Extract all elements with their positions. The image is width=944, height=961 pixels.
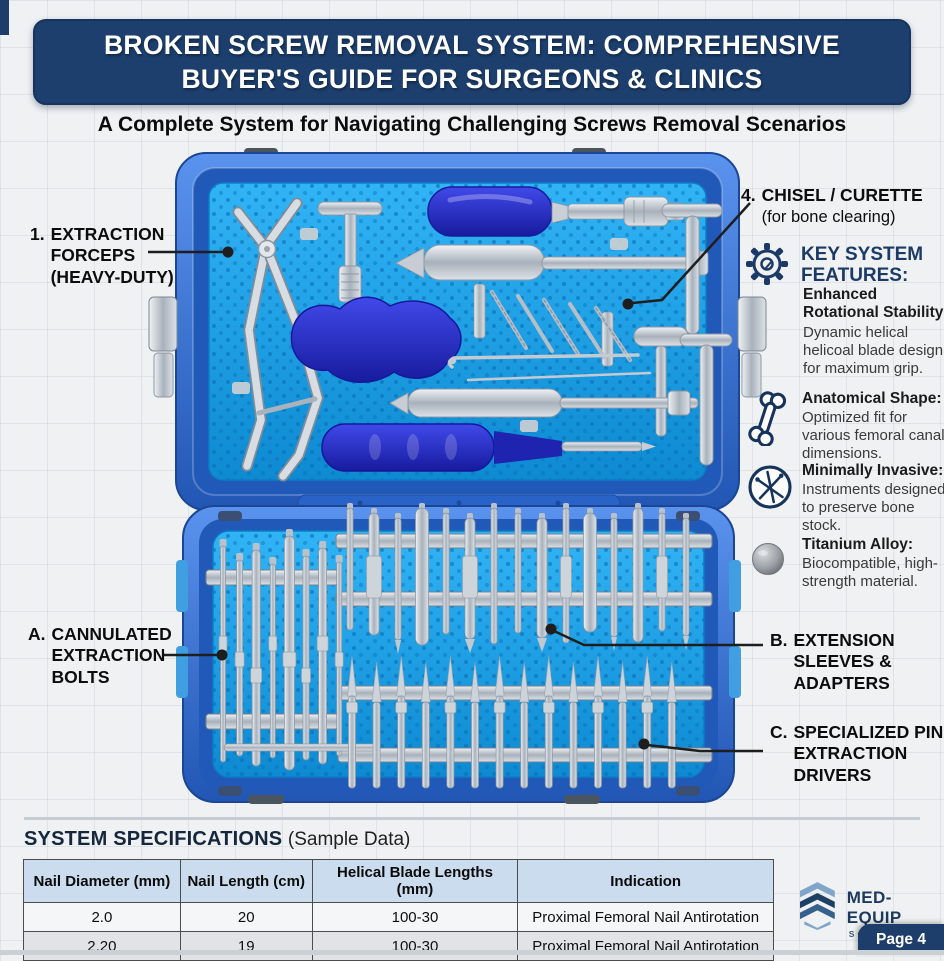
brand-name: MED-EQUIP	[846, 888, 902, 927]
callout-label: EXTENSION SLEEVES & ADAPTERS	[793, 630, 895, 693]
cell: 2.0	[23, 902, 181, 932]
feature-rotational-stability: Enhanced Rotational Stability: Dynamic h…	[745, 286, 944, 378]
feature-minimally-invasive: Minimally Invasive: Instruments designed…	[745, 462, 944, 535]
blue-t-grip-handle	[290, 296, 462, 384]
callout-label: CANNULATED EXTRACTION BOLTS	[51, 624, 172, 687]
callout-number: A.	[28, 624, 46, 644]
titanium-sphere-icon	[752, 543, 784, 575]
bone-icon	[748, 391, 787, 446]
table-row: 2.0 20 100-30 Proximal Femoral Nail Anti…	[23, 902, 774, 932]
extension-sleeves-adapters	[346, 503, 690, 654]
cell: Proximal Femoral Nail Antirotation	[517, 931, 774, 961]
col-header: Nail Diameter (mm)	[23, 859, 181, 903]
feature-anatomical-shape: Anatomical Shape: Optimized fit for vari…	[745, 390, 944, 463]
slap-hammer	[395, 244, 709, 281]
table-row: 2.20 19 100-30 Proximal Femoral Nail Ant…	[23, 931, 774, 961]
col-header: Helical Blade Lengths (mm)	[311, 859, 519, 903]
gear-icon	[746, 243, 788, 285]
feature-body: Instruments designed to preserve bone st…	[802, 481, 944, 535]
feature-title: Titanium Alloy:	[802, 536, 914, 553]
drill-bits	[473, 283, 632, 367]
title-banner: BROKEN SCREW REMOVAL SYSTEM: COMPREHENSI…	[33, 19, 911, 105]
cell: Proximal Femoral Nail Antirotation	[517, 902, 774, 932]
callout-extension-sleeves: B. EXTENSION SLEEVES & ADAPTERS	[770, 630, 930, 694]
bottom-instrument-case	[176, 503, 741, 804]
feature-body: Biocompatible, high-strength material.	[802, 555, 938, 591]
specs-heading-note: (Sample Data)	[287, 829, 411, 850]
feature-titanium-alloy: Titanium Alloy: Biocompatible, high-stre…	[745, 536, 943, 591]
page-badge: Page 4	[858, 924, 944, 955]
bottom-strip	[0, 950, 944, 955]
callout-number: C.	[770, 722, 788, 742]
callout-chisel-curette: 4. CHISEL / CURETTE (for bone clearing)	[741, 185, 941, 227]
callout-label: CHISEL / CURETTE (for bone clearing)	[761, 185, 923, 227]
cell: 19	[179, 931, 313, 961]
cannulated-extraction-bolts	[218, 529, 344, 771]
callout-number: B.	[770, 630, 788, 650]
specs-heading-bold: SYSTEM SPECIFICATIONS	[24, 828, 283, 850]
med-equip-logo-icon	[799, 882, 835, 930]
long-driver	[389, 388, 699, 418]
feature-title: Enhanced Rotational Stability:	[803, 286, 944, 322]
callout-label: SPECIALIZED PIN EXTRACTION DRIVERS	[793, 722, 944, 785]
page-title: BROKEN SCREW REMOVAL SYSTEM: COMPREHENSI…	[103, 29, 841, 94]
feature-body: Optimized fit for various femoral canal …	[802, 409, 944, 463]
feature-title: Anatomical Shape:	[802, 390, 942, 407]
table-header-row: Nail Diameter (mm) Nail Length (cm) Heli…	[23, 859, 774, 903]
feature-body: Dynamic helical helicoal blade design fo…	[803, 323, 944, 377]
spec-table: Nail Diameter (mm) Nail Length (cm) Heli…	[23, 859, 774, 961]
callout-number: 4.	[741, 185, 756, 205]
key-features-title: KEY SYSTEM FEATURES:	[801, 244, 924, 287]
minimally-invasive-icon	[748, 465, 792, 509]
top-instrument-case	[148, 148, 767, 511]
page-subtitle: A Complete System for Navigating Challen…	[97, 113, 847, 136]
cell: 2.20	[23, 931, 181, 961]
t-handle-2	[679, 333, 733, 466]
blue-screwdriver	[427, 186, 685, 237]
callout-pin-drivers: C. SPECIALIZED PIN EXTRACTION DRIVERS	[770, 722, 944, 786]
col-header: Indication	[517, 859, 774, 903]
cell: 100-30	[311, 902, 519, 932]
col-header: Nail Length (cm)	[179, 859, 313, 903]
small-mallet	[633, 326, 689, 437]
callout-extraction-forceps: 1. EXTRACTION FORCEPS (HEAVY-DUTY)	[30, 224, 210, 288]
callout-leader-lines	[148, 202, 763, 753]
key-features-heading: KEY SYSTEM FEATURES:	[743, 240, 943, 288]
callout-cannulated-bolts: A. CANNULATED EXTRACTION BOLTS	[28, 624, 198, 688]
feature-title: Minimally Invasive:	[802, 462, 944, 479]
corner-mark	[0, 0, 9, 35]
cell: 100-30	[311, 931, 519, 961]
surgical-picks	[447, 353, 652, 382]
pin-extraction-drivers	[346, 655, 677, 789]
cell: 20	[179, 902, 313, 932]
callout-number: 1.	[30, 224, 45, 244]
specs-heading: SYSTEM SPECIFICATIONS (Sample Data)	[24, 828, 410, 851]
section-divider	[24, 817, 920, 820]
callout-label: EXTRACTION FORCEPS (HEAVY-DUTY)	[50, 224, 174, 287]
callout-note: (for bone clearing)	[761, 208, 896, 227]
blue-bone-awl	[321, 423, 656, 472]
